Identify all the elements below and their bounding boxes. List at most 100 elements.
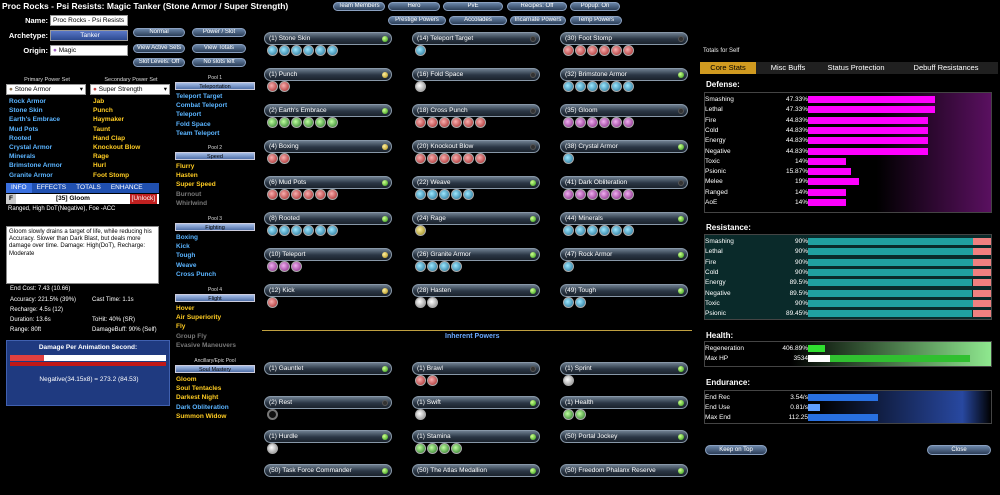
enhancement-icon[interactable] bbox=[587, 81, 598, 92]
power-slot[interactable]: (18) Cross Punch bbox=[412, 104, 540, 117]
enhancement-icon[interactable] bbox=[563, 117, 574, 128]
power-slot[interactable]: (8) Rooted bbox=[264, 212, 392, 225]
primary-power-item[interactable]: Granite Armor bbox=[9, 171, 53, 179]
enhancement-icon[interactable] bbox=[427, 261, 438, 272]
info-tab-info[interactable]: INFO bbox=[6, 183, 32, 193]
primary-power-item[interactable]: Crystal Armor bbox=[9, 144, 53, 152]
primary-power-item[interactable]: Earth's Embrace bbox=[9, 116, 61, 124]
power-slot[interactable]: (2) Rest bbox=[264, 396, 392, 409]
enhancement-icon[interactable] bbox=[463, 153, 474, 164]
enhancement-icon[interactable] bbox=[327, 189, 338, 200]
enhancement-icon[interactable] bbox=[415, 409, 426, 420]
power-slot[interactable]: (1) Stone Skin bbox=[264, 32, 392, 45]
enhancement-icon[interactable] bbox=[611, 45, 622, 56]
enhancement-icon[interactable] bbox=[315, 225, 326, 236]
enhancement-icon[interactable] bbox=[415, 297, 426, 308]
power-slot[interactable]: (2) Earth's Embrace bbox=[264, 104, 392, 117]
totals-tab-debuff-resistances[interactable]: Debuff Resistances bbox=[913, 63, 979, 72]
enhancement-icon[interactable] bbox=[279, 117, 290, 128]
enhancement-icon[interactable] bbox=[575, 297, 586, 308]
secondary-power-item[interactable]: Hurl bbox=[93, 162, 106, 170]
power-slot[interactable]: (1) Brawl bbox=[412, 362, 540, 375]
enhancement-icon[interactable] bbox=[291, 117, 302, 128]
power-slot[interactable]: (35) Gloom bbox=[560, 104, 688, 117]
enhancement-icon[interactable] bbox=[439, 153, 450, 164]
enhancement-icon[interactable] bbox=[451, 189, 462, 200]
pool-power-item[interactable]: Group Fly bbox=[176, 332, 207, 340]
primary-power-item[interactable]: Minerals bbox=[9, 153, 36, 161]
enhancement-icon[interactable] bbox=[575, 45, 586, 56]
secondary-power-item[interactable]: Haymaker bbox=[93, 116, 125, 124]
secondary-power-item[interactable]: Hand Clap bbox=[93, 134, 126, 142]
pool-power-item[interactable]: Combat Teleport bbox=[176, 102, 228, 110]
power-slot[interactable]: (1) Sprint bbox=[560, 362, 688, 375]
enhancement-icon[interactable] bbox=[575, 225, 586, 236]
enhancement-icon[interactable] bbox=[427, 375, 438, 386]
power-slot[interactable]: (1) Stamina bbox=[412, 430, 540, 443]
enhancement-icon[interactable] bbox=[415, 45, 426, 56]
power-slot[interactable]: (49) Tough bbox=[560, 284, 688, 297]
pool-power-item[interactable]: Super Speed bbox=[176, 181, 216, 189]
info-tab-effects[interactable]: EFFECTS bbox=[36, 184, 67, 191]
secondary-power-item[interactable]: Rage bbox=[93, 153, 109, 161]
enhancement-icon[interactable] bbox=[303, 225, 314, 236]
no-slots-left-button[interactable]: No slots left bbox=[192, 58, 246, 67]
enhancement-icon[interactable] bbox=[575, 189, 586, 200]
enhancement-icon[interactable] bbox=[267, 443, 278, 454]
enhancement-icon[interactable] bbox=[415, 375, 426, 386]
enhancement-icon[interactable] bbox=[611, 225, 622, 236]
enhancement-icon[interactable] bbox=[587, 117, 598, 128]
enhancement-icon[interactable] bbox=[427, 297, 438, 308]
top-button-popup-on[interactable]: Popup: On bbox=[570, 2, 620, 11]
power-slot[interactable]: (50) Task Force Commander bbox=[264, 464, 392, 477]
pool-power-item[interactable]: Tough bbox=[176, 252, 196, 260]
primary-power-item[interactable]: Rock Armor bbox=[9, 98, 46, 105]
enhancement-icon[interactable] bbox=[415, 153, 426, 164]
origin-select[interactable]: ● Magic bbox=[50, 45, 128, 56]
pool-power-item[interactable]: Weave bbox=[176, 261, 197, 269]
enhancement-icon[interactable] bbox=[599, 45, 610, 56]
enhancement-icon[interactable] bbox=[587, 225, 598, 236]
unlock-button[interactable]: [Unlock] bbox=[129, 194, 157, 204]
close-button[interactable]: Close bbox=[927, 445, 991, 455]
enhancement-icon[interactable] bbox=[563, 81, 574, 92]
enhancement-icon[interactable] bbox=[303, 117, 314, 128]
enhancement-icon[interactable] bbox=[427, 443, 438, 454]
primary-power-item[interactable]: Brimstone Armor bbox=[9, 162, 63, 170]
pool-power-item[interactable]: Flurry bbox=[176, 163, 195, 170]
enhancement-icon[interactable] bbox=[279, 261, 290, 272]
enhancement-icon[interactable] bbox=[267, 261, 278, 272]
power-slot[interactable]: (12) Kick bbox=[264, 284, 392, 297]
enhancement-icon[interactable] bbox=[463, 189, 474, 200]
enhancement-icon[interactable] bbox=[279, 81, 290, 92]
pool-power-item[interactable]: Boxing bbox=[176, 234, 199, 241]
enhancement-icon[interactable] bbox=[279, 45, 290, 56]
primary-set-select[interactable]: ● Stone Armor▾ bbox=[6, 84, 86, 95]
power-slot[interactable]: (50) The Atlas Medallion bbox=[412, 464, 540, 477]
enhancement-icon[interactable] bbox=[623, 81, 634, 92]
enhancement-icon[interactable] bbox=[599, 225, 610, 236]
pool-power-item[interactable]: Whirlwind bbox=[176, 199, 208, 207]
enhancement-icon[interactable] bbox=[587, 189, 598, 200]
normal-button[interactable]: Normal bbox=[133, 28, 185, 37]
enhancement-icon[interactable] bbox=[563, 225, 574, 236]
name-input[interactable]: Proc Rocks - Psi Resists bbox=[50, 15, 128, 26]
enhancement-icon[interactable] bbox=[451, 117, 462, 128]
top-button-team-members[interactable]: Team Members bbox=[333, 2, 385, 11]
top-button-temp-powers[interactable]: Temp Powers bbox=[570, 16, 622, 25]
pool-power-item[interactable]: Darkest Night bbox=[176, 394, 219, 402]
totals-tab-core-stats[interactable]: Core Stats bbox=[700, 62, 756, 74]
power-slot[interactable]: (30) Foot Stomp bbox=[560, 32, 688, 45]
enhancement-icon[interactable] bbox=[439, 443, 450, 454]
primary-power-item[interactable]: Mud Pots bbox=[9, 125, 39, 133]
pool-power-item[interactable]: Gloom bbox=[176, 376, 197, 383]
power-slot[interactable]: (50) Freedom Phalanx Reserve bbox=[560, 464, 688, 477]
archetype-select[interactable]: Tanker bbox=[50, 30, 128, 41]
pool-power-item[interactable]: Air Superiority bbox=[176, 314, 222, 322]
info-tab-totals[interactable]: TOTALS bbox=[76, 184, 101, 191]
enhancement-icon[interactable] bbox=[303, 189, 314, 200]
pool-power-item[interactable]: Summon Widow bbox=[176, 412, 227, 420]
enhancement-icon[interactable] bbox=[563, 297, 574, 308]
enhancement-icon[interactable] bbox=[267, 409, 278, 420]
pool-select-5[interactable]: Soul Mastery bbox=[175, 365, 255, 373]
